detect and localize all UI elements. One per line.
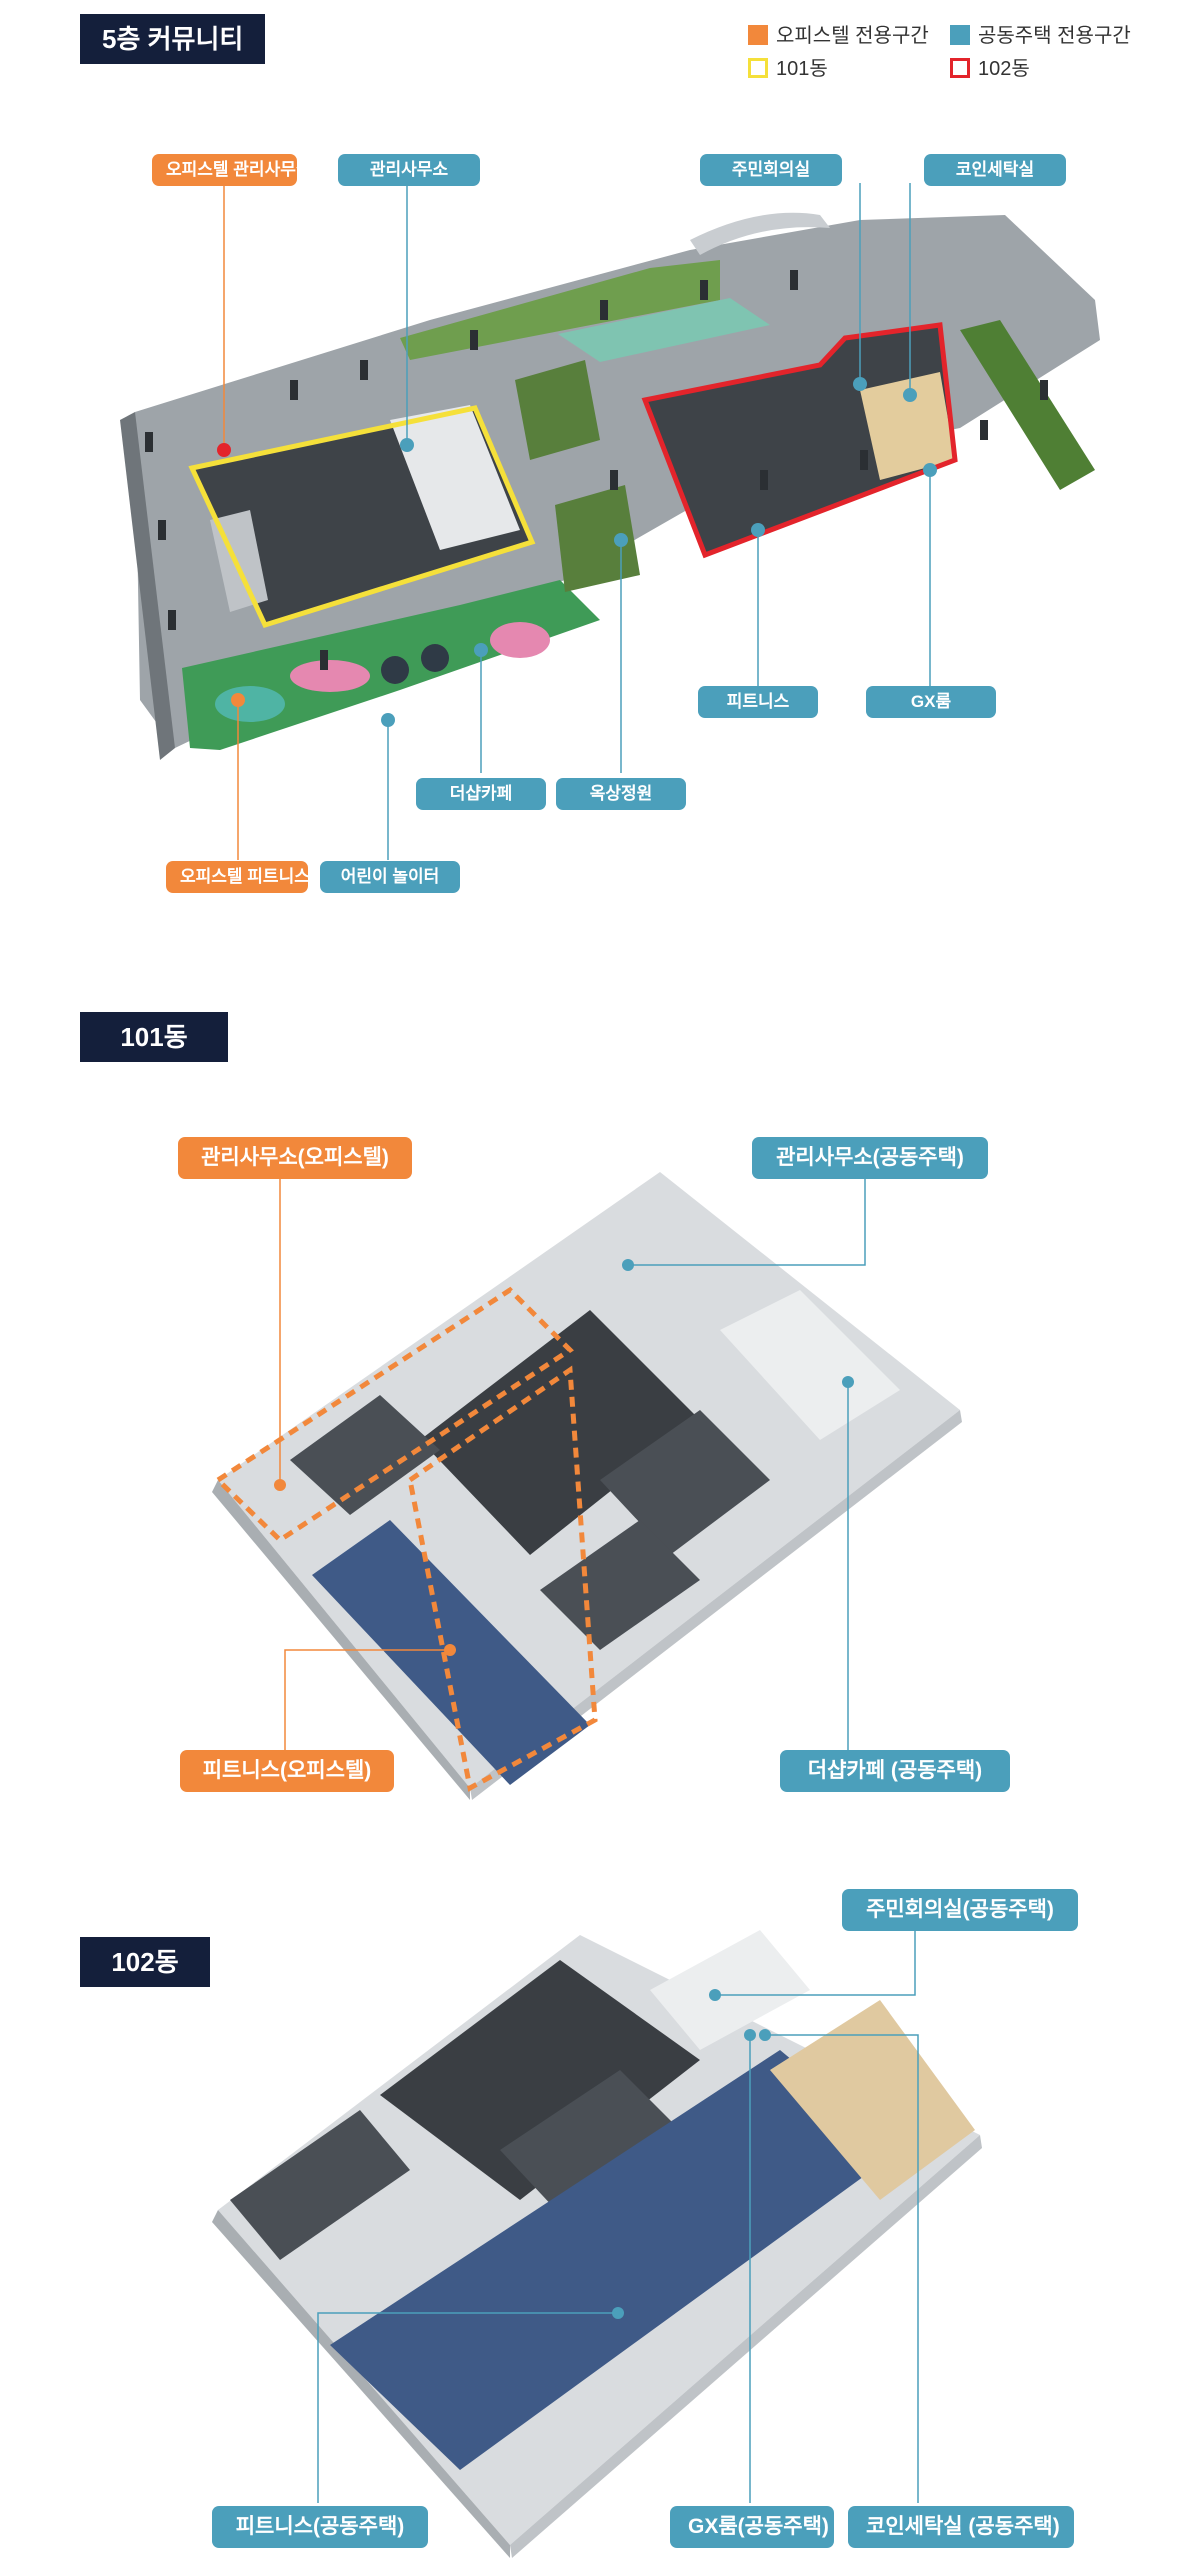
label-cafe-apartment: 더샵카페 (공동주택) (780, 1750, 1010, 1792)
legend-swatch-red (950, 58, 970, 78)
plan-102-core (380, 1960, 700, 2200)
label-coin-laundry: 코인세탁실 (924, 154, 1066, 186)
label-the-shop-cafe: 더샵카페 (416, 778, 546, 810)
legend-officetel: 오피스텔 전용구간 (748, 24, 929, 48)
label-fitness-apartment: 피트니스(공동주택) (212, 2506, 428, 2548)
label-kids-playground: 어린이 놀이터 (320, 861, 460, 893)
label-rooftop-garden: 옥상정원 (556, 778, 686, 810)
section-title-5f: 5층 커뮤니티 (80, 14, 266, 64)
officetel-zone-2 (407, 1365, 598, 1792)
plan-102-gx (770, 2000, 975, 2200)
block-102 (645, 325, 955, 555)
plan-101-slab (218, 1172, 960, 1788)
legend-102: 102동 (950, 57, 1030, 81)
label-gx-room: GX룸 (866, 686, 996, 718)
playground (182, 580, 600, 750)
label-resident-meeting: 주민회의실 (700, 154, 842, 186)
legend-swatch-blue (950, 25, 970, 45)
section-title-102: 102동 (80, 1937, 210, 1987)
legend-swatch-orange (748, 25, 768, 45)
officetel-zone-1 (214, 1286, 574, 1544)
rooftop-garden (515, 360, 600, 460)
label-fitness-officetel: 피트니스(오피스텔) (180, 1750, 394, 1792)
label-mgmt-apartment: 관리사무소(공동주택) (752, 1137, 988, 1179)
label-meeting-apartment: 주민회의실(공동주택) (842, 1889, 1078, 1931)
legend-swatch-yellow (748, 58, 768, 78)
block-101-outline (188, 405, 536, 629)
plan-slab (135, 215, 1100, 748)
plan-101-core (420, 1310, 700, 1555)
lawn-top (400, 260, 720, 360)
plan-102-slab (218, 1935, 980, 2545)
plan-102-fitness (330, 2050, 900, 2470)
label-laundry-apartment: 코인세탁실 (공동주택) (848, 2506, 1074, 2548)
legend: 오피스텔 전용구간 공동주택 전용구간 101동 102동 (748, 24, 1168, 84)
block-102-outline (641, 322, 958, 559)
label-gx-apartment: GX룸(공동주택) (670, 2506, 834, 2548)
section-title-101: 101동 (80, 1012, 228, 1062)
label-fitness: 피트니스 (698, 686, 818, 718)
legend-apartment: 공동주택 전용구간 (950, 24, 1131, 48)
label-officetel-office: 오피스텔 관리사무실 (152, 154, 311, 186)
legend-101: 101동 (748, 57, 828, 81)
block-101 (192, 408, 532, 625)
label-officetel-fitness: 오피스텔 피트니스 (166, 861, 310, 893)
plan-101-fitness (312, 1520, 590, 1785)
label-mgmt-officetel: 관리사무소(오피스텔) (178, 1137, 412, 1179)
label-mgmt-office: 관리사무소 (338, 154, 480, 186)
